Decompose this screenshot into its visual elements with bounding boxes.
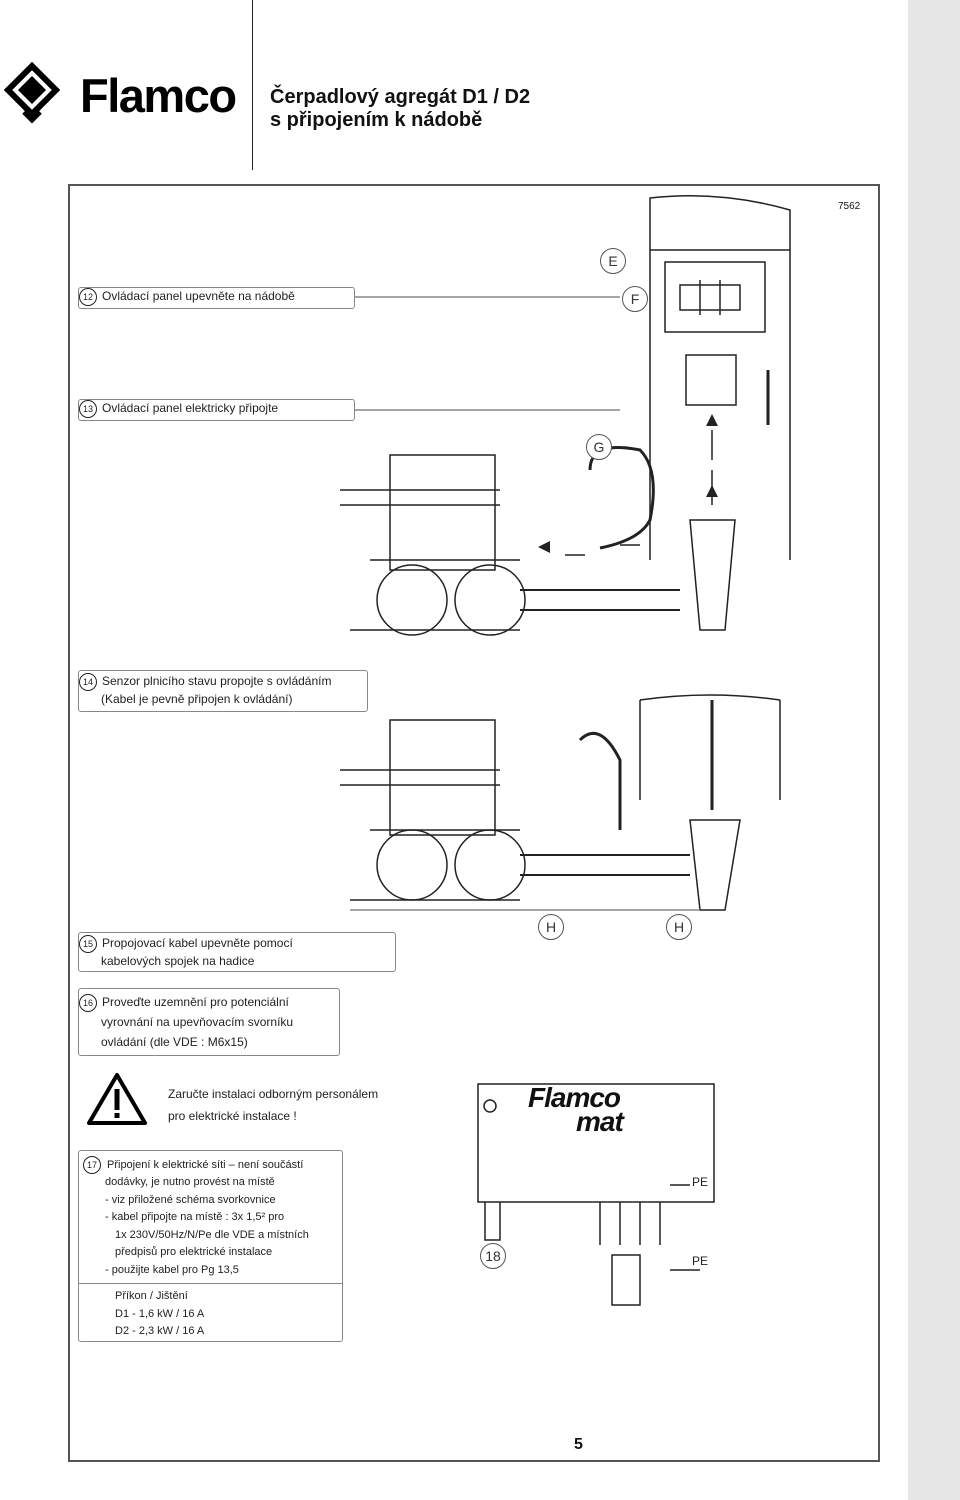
step-12-text: Ovládací panel upevněte na nádobě	[102, 289, 295, 304]
power-heading: Příkon / Jištění	[115, 1290, 188, 1303]
brand-name: Flamco	[80, 69, 237, 122]
step-17-line-1: Připojení k elektrické síti – není součá…	[107, 1158, 304, 1171]
callout-f: F	[622, 286, 648, 312]
callout-e: E	[600, 248, 626, 274]
step-15-number: 15	[79, 935, 97, 953]
step-12: 12 Ovládací panel upevněte na nádobě	[78, 287, 355, 309]
step-17-line-5: 1x 230V/50Hz/N/Pe dle VDE a místních	[115, 1228, 309, 1241]
step-14-number: 14	[79, 673, 97, 691]
step-17-line-6: předpisů pro elektrické instalace	[115, 1246, 273, 1259]
warning-line-2: pro elektrické instalace !	[168, 1109, 297, 1123]
pe-label-1: PE	[692, 1175, 709, 1189]
step-17-line-2: dodávky, je nutno provést na místě	[105, 1176, 275, 1189]
callout-h-left: H	[538, 914, 564, 940]
step-16-line-1: Proveďte uzemnění pro potenciální	[102, 995, 289, 1009]
header-divider	[252, 0, 253, 170]
document-number: 7562	[838, 201, 861, 212]
pump-impeller-2	[454, 564, 526, 636]
step-15: 15 Propojovací kabel upevněte pomocí kabe…	[78, 932, 396, 972]
power-d2: D2 - 2,3 kW / 16 A	[115, 1325, 205, 1338]
title-line-1: Čerpadlový agregát D1 / D2	[270, 86, 531, 108]
step-16-number: 16	[79, 993, 97, 1012]
step-14-line-2: (Kabel je pevně připojen k ovládání)	[101, 692, 293, 706]
side-margin-bar	[908, 0, 960, 1500]
control-panel	[664, 261, 766, 333]
page-title: Čerpadlový agregát D1 / D2 s připojením …	[270, 86, 530, 132]
pe-label-2: PE	[692, 1254, 709, 1268]
step-17-line-7: - použijte kabel pro Pg 13,5	[105, 1263, 239, 1276]
warning-triangle-icon	[87, 1073, 147, 1125]
callout-h-right: H	[666, 914, 692, 940]
power-d1: D1 - 1,6 kW / 16 A	[115, 1307, 205, 1320]
panel-label-plate	[685, 354, 737, 406]
flamcomat-logo-line-2: mat	[576, 1106, 624, 1137]
step-17-number: 17	[83, 1156, 101, 1174]
step-12-number: 12	[79, 288, 97, 306]
vessel-base-lower	[689, 819, 741, 911]
flamco-logo-icon	[4, 62, 60, 124]
vessel-base-upper	[689, 519, 736, 631]
step-17-line-4: - kabel připojte na místě : 3x 1,5² pro	[105, 1211, 285, 1224]
content-frame	[68, 184, 880, 1462]
step-13-text: Ovládací panel elektricky připojte	[102, 401, 279, 416]
pump-impeller-1	[376, 564, 448, 636]
step-16-line-2: vyrovnání na upevňovacím svorníku	[101, 1015, 294, 1029]
flamcomat-logo-line-1: Flamco	[528, 1082, 621, 1113]
step-15-line-1: Propojovací kabel upevněte pomocí	[102, 936, 293, 951]
page-number: 5	[574, 1436, 583, 1453]
step-17: 17 Připojení k elektrické síti – není sou…	[78, 1150, 343, 1342]
step-13-number: 13	[79, 400, 97, 418]
warning-line-1: Zaručte instalaci odborným personálem	[168, 1087, 379, 1101]
callout-g: G	[586, 434, 612, 460]
pump-frame-upper	[389, 454, 496, 571]
step-14: 14 Senzor plnicího stavu propojte s ovlád…	[78, 670, 368, 712]
warning-text: Zaručte instalaci odborným personálem pr…	[168, 1083, 378, 1127]
step-13: 13 Ovládací panel elektricky připojte	[78, 399, 355, 421]
tank-outline-top	[649, 195, 791, 251]
step-16-line-3: ovládání (dle VDE : M6x15)	[101, 1035, 248, 1049]
step-15-line-2: kabelových spojek na hadice	[101, 954, 255, 968]
step-17-line-3: - viz přiložené schéma svorkovnice	[105, 1193, 276, 1206]
step-14-line-1: Senzor plnicího stavu propojte s ovládán…	[102, 674, 332, 689]
flamcomat-logo: Flamco mat	[528, 1082, 624, 1137]
step-16: 16 Proveďte uzemnění pro potenciální vyro…	[78, 988, 340, 1056]
title-line-2: s připojením k nádobě	[270, 109, 483, 131]
terminal-block	[611, 1254, 641, 1306]
power-section: Příkon / Jištění D1 - 1,6 kW / 16 A D2 -…	[79, 1283, 342, 1341]
pump-frame-lower	[389, 719, 496, 836]
callout-18: 18	[480, 1243, 506, 1269]
flamcomat-housing	[477, 1083, 715, 1203]
